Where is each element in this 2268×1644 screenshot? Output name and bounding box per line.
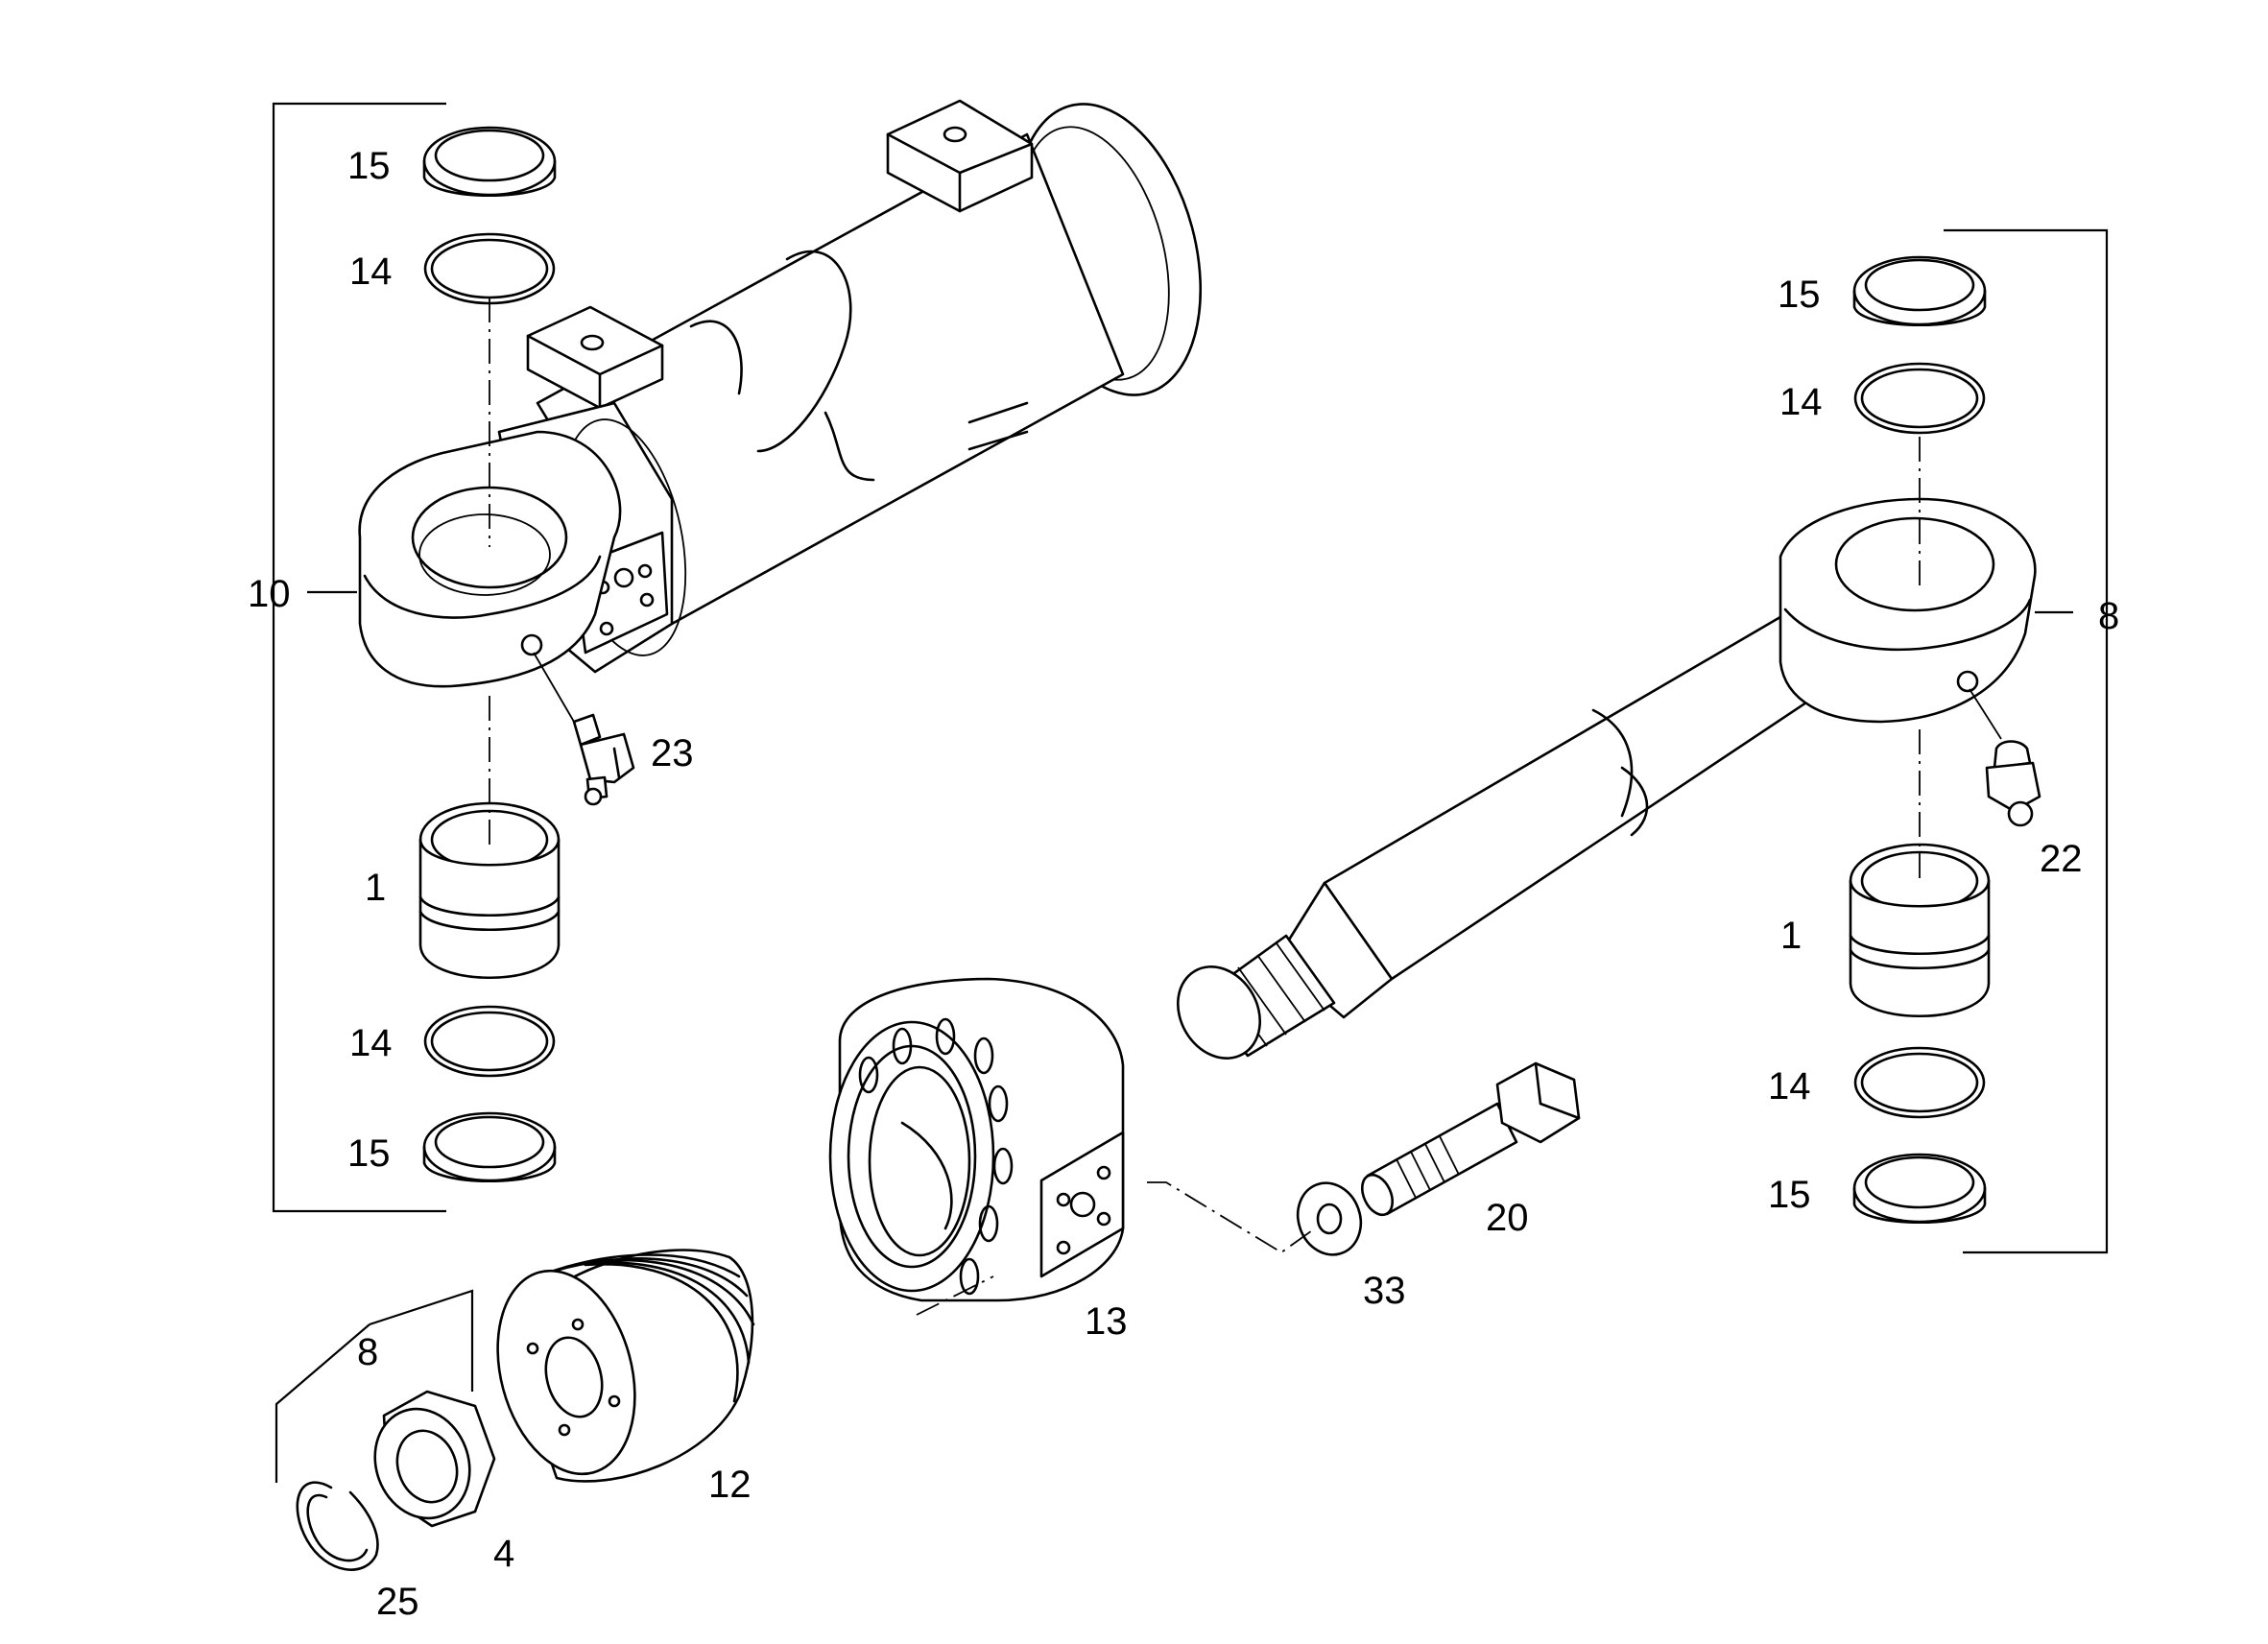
callout-8: 8 [2098,595,2119,637]
washer-33 [1296,1181,1363,1256]
callout-labels: 15 14 10 23 1 14 15 8 12 4 25 13 33 20 1… [248,145,2119,1623]
callout-33: 33 [1363,1270,1406,1312]
grease-nipple-23 [533,652,635,806]
callout-8: 8 [357,1331,378,1373]
seal-ring-15-top-left [422,126,557,198]
callout-1: 1 [365,867,386,909]
callout-14: 14 [349,250,393,293]
callout-4: 4 [493,1533,514,1575]
piston-12 [496,1249,755,1483]
callout-1: 1 [1780,915,1802,957]
o-ring-14-top-left [423,232,556,305]
callout-15: 15 [1778,274,1821,316]
grease-nipple-22 [1969,688,2041,827]
bracket-group-8-left [275,1289,474,1483]
o-ring-14-bottom-right [1853,1046,1986,1119]
cylinder-head-13 [828,977,1125,1302]
callout-25: 25 [376,1581,419,1623]
bolt-20 [1360,1061,1581,1217]
seal-ring-15-bottom-left [422,1111,557,1183]
seal-ring-15-bottom-right [1852,1153,1987,1225]
callout-15: 15 [347,1132,391,1175]
centerlines [489,298,1921,1316]
bracket-group-8-right [1944,228,2109,1254]
callout-20: 20 [1486,1197,1529,1239]
nut-4 [373,1390,496,1528]
callout-22: 22 [2040,838,2083,880]
callout-14: 14 [1779,381,1823,423]
o-ring-14-top-right [1853,362,1986,435]
bracket-group-10 [272,102,446,1213]
callout-13: 13 [1085,1300,1128,1343]
piston-rod [1176,497,2037,1060]
seal-ring-15-top-right [1852,255,1987,327]
bushing-1-left [418,801,561,980]
callout-15: 15 [347,145,391,187]
bushing-1-right [1849,843,1991,1018]
callout-14: 14 [1768,1065,1811,1108]
callout-10: 10 [248,573,291,615]
circlip-25 [296,1481,379,1571]
o-ring-14-bottom-left [423,1005,556,1078]
cylinder-barrel [358,99,1203,688]
callout-23: 23 [651,732,694,774]
callout-14: 14 [349,1022,393,1064]
callout-12: 12 [708,1464,752,1506]
callout-15: 15 [1768,1174,1811,1216]
